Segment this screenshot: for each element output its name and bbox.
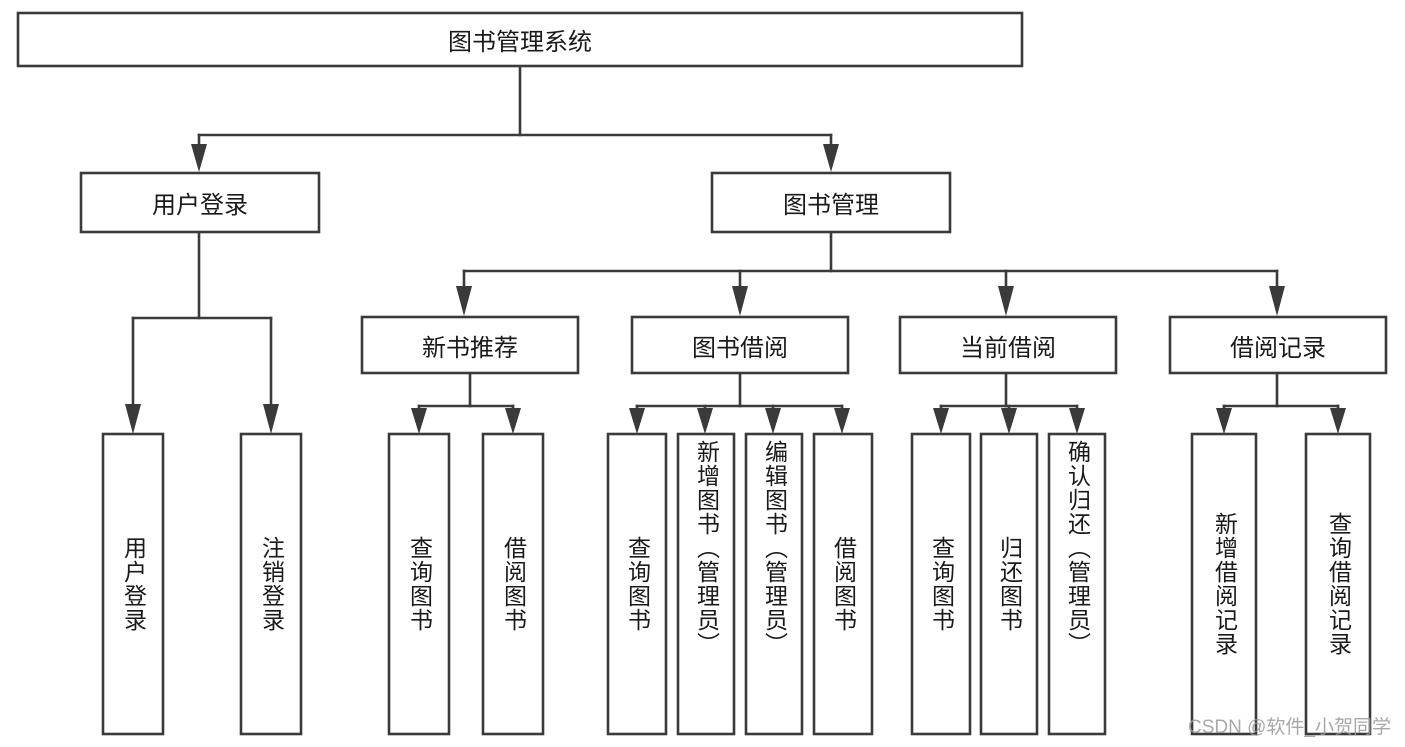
arrow-to-borrow-record [1269, 286, 1285, 316]
arrow-leaf-borrow-book-1 [505, 408, 521, 434]
arrow-to-current-borrow [998, 286, 1014, 316]
node-box-new-book-rec[interactable] [360, 315, 580, 375]
node-box-leaf-confirm-return[interactable] [1047, 432, 1107, 736]
connector-group-root [191, 64, 839, 172]
arrow-leaf-add-record [1216, 408, 1232, 434]
node-box-leaf-add-record[interactable] [1190, 432, 1258, 736]
connector-group-newbookrec [411, 371, 521, 434]
arrow-leaf-confirm-return [1069, 408, 1085, 434]
node-box-book-manage[interactable] [710, 171, 952, 234]
node-box-leaf-logout-login[interactable] [239, 432, 303, 736]
connector-group-borrowrecord [1216, 371, 1346, 434]
connector-group-bookborrow [629, 371, 850, 434]
arrow-leaf-add-book [697, 408, 713, 434]
arrow-leaf-logout-login [263, 404, 279, 434]
arrow-leaf-query-book-1 [411, 408, 427, 434]
connector-group-currentborrow [933, 371, 1085, 434]
arrow-leaf-user-login [125, 404, 141, 434]
node-box-leaf-edit-book[interactable] [744, 432, 804, 736]
node-box-current-borrow[interactable] [898, 315, 1118, 375]
arrow-leaf-query-record [1330, 408, 1346, 434]
node-box-leaf-return-book[interactable] [979, 432, 1039, 736]
node-box-leaf-add-book[interactable] [676, 432, 736, 736]
arrow-to-userlogin [191, 144, 207, 172]
arrow-leaf-edit-book [765, 408, 781, 434]
connector-group-bookmanage [456, 230, 1285, 316]
node-box-leaf-query-book-1[interactable] [387, 432, 451, 736]
arrow-to-bookmanage [823, 144, 839, 172]
node-box-user-login[interactable] [79, 171, 321, 234]
node-box-borrow-record[interactable] [1168, 315, 1388, 375]
node-box-book-borrow[interactable] [630, 315, 850, 375]
node-box-leaf-query-record[interactable] [1304, 432, 1372, 736]
arrow-to-book-borrow [732, 286, 748, 316]
node-box-title[interactable] [16, 11, 1024, 68]
arrow-leaf-borrow-book-2 [834, 408, 850, 434]
arrow-leaf-query-book-2 [629, 408, 645, 434]
node-box-leaf-borrow-book-2[interactable] [812, 432, 874, 736]
node-box-leaf-query-book-2[interactable] [606, 432, 668, 736]
node-box-leaf-query-book-3[interactable] [910, 432, 972, 736]
node-box-leaf-borrow-book-1[interactable] [481, 432, 545, 736]
connector-group-userlogin [125, 230, 279, 434]
node-box-leaf-user-login[interactable] [101, 432, 165, 736]
arrow-leaf-query-book-3 [933, 408, 949, 434]
arrow-leaf-return-book [1001, 408, 1017, 434]
arrow-to-new-book-rec [456, 286, 472, 316]
